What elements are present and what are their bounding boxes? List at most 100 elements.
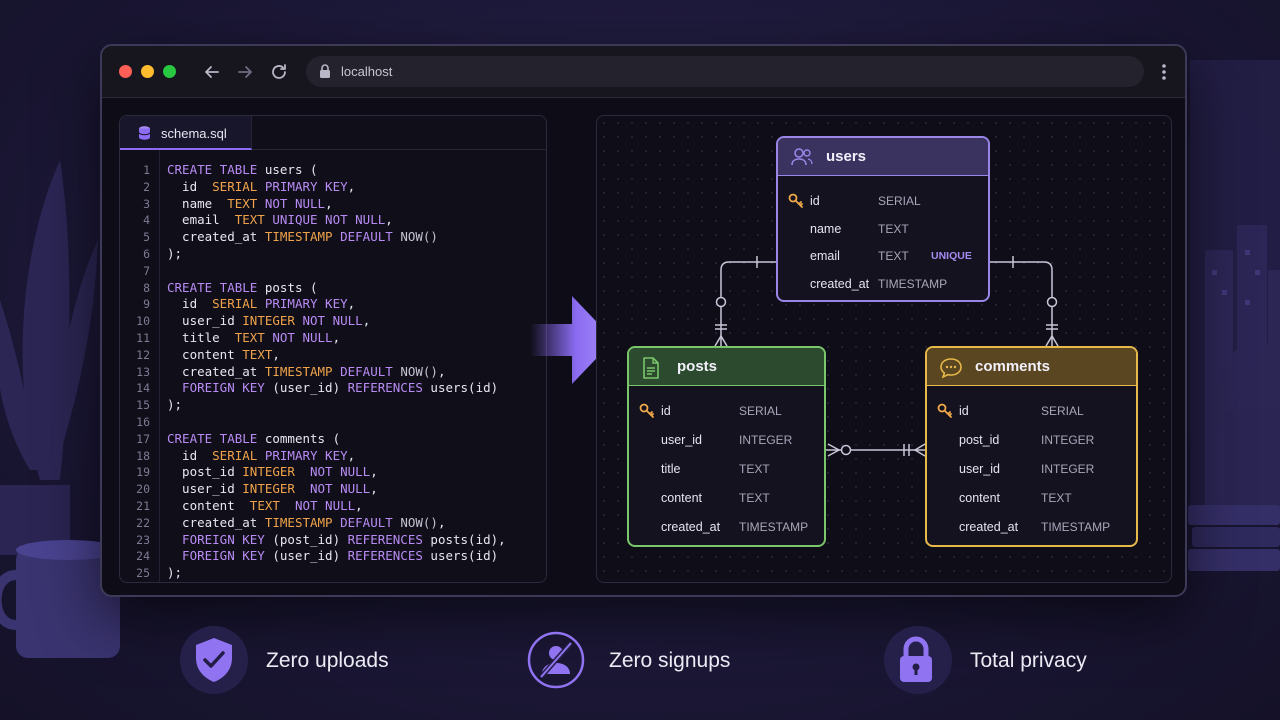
column-row[interactable]: user_id INTEGER [629, 429, 824, 451]
column-row[interactable]: id SERIAL [927, 400, 1136, 422]
er-diagram: users id SERIAL name TEXT email TEXT UNI… [596, 115, 1172, 583]
column-name: id [810, 194, 820, 208]
column-type: TEXT [878, 249, 909, 263]
code-text: content TEXT, [167, 346, 280, 362]
code-line: 20 user_id INTEGER NOT NULL, [120, 481, 546, 498]
code-line: 22 created_at TIMESTAMP DEFAULT NOW(), [120, 515, 546, 532]
column-row[interactable]: id SERIAL [629, 400, 824, 422]
table-card-comments[interactable]: comments id SERIAL post_id INTEGER user_… [925, 346, 1138, 547]
column-type: SERIAL [739, 404, 782, 418]
minimize-window-button[interactable] [141, 65, 154, 78]
lock-icon [320, 64, 330, 78]
code-line: 11 title TEXT NOT NULL, [120, 329, 546, 347]
code-text: id SERIAL PRIMARY KEY, [167, 296, 356, 312]
address-bar[interactable]: localhost [306, 56, 1144, 87]
code-line: 21 content TEXT NOT NULL, [120, 497, 546, 515]
code-text: content TEXT NOT NULL, [167, 497, 363, 513]
code-text: title TEXT NOT NULL, [167, 329, 341, 345]
users-comments-connector [990, 261, 1053, 346]
code-text: id SERIAL PRIMARY KEY, [167, 178, 356, 194]
table-name: comments [975, 358, 1051, 375]
code-text: name TEXT NOT NULL, [167, 195, 333, 211]
line-number: 18 [136, 448, 150, 463]
line-number: 8 [143, 280, 150, 295]
tab-schema-sql[interactable]: schema.sql [120, 116, 252, 150]
back-arrow-icon[interactable] [202, 62, 222, 82]
table-card-posts[interactable]: posts id SERIAL user_id INTEGER title TE… [627, 346, 826, 547]
code-line: 5 created_at TIMESTAMP DEFAULT NOW() [120, 229, 546, 246]
forward-arrow-icon[interactable] [235, 62, 255, 82]
column-row[interactable]: content TEXT [629, 487, 824, 509]
column-row[interactable]: created_at TIMESTAMP [778, 273, 988, 295]
column-row[interactable]: created_at TIMESTAMP [629, 516, 824, 538]
code-line: 15); [120, 397, 546, 414]
column-row[interactable]: email TEXT UNIQUE [778, 245, 988, 267]
line-number: 6 [143, 246, 150, 261]
column-row[interactable]: id SERIAL [778, 190, 988, 212]
column-name: post_id [959, 433, 1000, 447]
code-text: id SERIAL PRIMARY KEY, [167, 447, 356, 463]
column-name: content [661, 491, 703, 505]
code-text: created_at TIMESTAMP DEFAULT NOW(), [167, 363, 446, 379]
line-number: 10 [136, 314, 150, 329]
table-card-users[interactable]: users id SERIAL name TEXT email TEXT UNI… [776, 136, 990, 302]
table-name: users [826, 148, 867, 165]
feature-label: Zero signups [609, 649, 731, 672]
code-line: 4 email TEXT UNIQUE NOT NULL, [120, 212, 546, 229]
column-name: id [959, 404, 969, 418]
line-number: 23 [136, 532, 150, 547]
column-row[interactable]: content TEXT [927, 487, 1136, 509]
column-row[interactable]: created_at TIMESTAMP [927, 516, 1136, 538]
line-number: 20 [136, 482, 150, 497]
column-type: TEXT [1041, 491, 1072, 505]
line-number: 14 [136, 381, 150, 396]
column-name: created_at [959, 520, 1019, 534]
padlock-icon [896, 636, 936, 689]
code-line: 23 FOREIGN KEY (post_id) REFERENCES post… [120, 532, 546, 549]
line-number: 11 [136, 330, 150, 345]
column-type: TEXT [739, 462, 770, 476]
code-text: FOREIGN KEY (user_id) REFERENCES users(i… [167, 548, 499, 564]
code-line: 2 id SERIAL PRIMARY KEY, [120, 178, 546, 196]
code-line: 3 name TEXT NOT NULL, [120, 195, 546, 213]
close-window-button[interactable] [119, 65, 132, 78]
code-text: post_id INTEGER NOT NULL, [167, 464, 378, 480]
column-type: TIMESTAMP [739, 520, 809, 534]
line-number: 9 [143, 297, 150, 312]
column-type: INTEGER [739, 433, 793, 447]
browser-titlebar: localhost [102, 46, 1185, 98]
line-number: 4 [143, 213, 150, 228]
line-number: 16 [136, 414, 150, 429]
column-name: name [810, 221, 842, 236]
key-icon [639, 403, 655, 422]
line-number: 22 [136, 515, 150, 530]
column-type: TEXT [739, 491, 770, 505]
column-name: user_id [959, 462, 1000, 476]
line-number: 3 [143, 196, 150, 211]
code-line: 16 [120, 414, 546, 431]
column-type: SERIAL [1041, 404, 1084, 418]
line-number: 19 [136, 465, 150, 480]
reload-icon[interactable] [269, 62, 289, 82]
column-row[interactable]: user_id INTEGER [927, 458, 1136, 480]
database-icon [138, 126, 151, 140]
column-row[interactable]: name TEXT [778, 218, 988, 240]
code-line: 9 id SERIAL PRIMARY KEY, [120, 296, 546, 313]
line-number: 17 [136, 431, 150, 446]
maximize-window-button[interactable] [163, 65, 176, 78]
column-row[interactable]: title TEXT [629, 458, 824, 480]
column-row[interactable]: post_id INTEGER [927, 429, 1136, 451]
code-line: 8 CREATE TABLE posts ( [120, 279, 546, 297]
code-text: CREATE TABLE comments ( [167, 430, 341, 446]
code-text: CREATE TABLE posts ( [167, 279, 318, 295]
line-number: 12 [136, 347, 150, 362]
code-line: 10 user_id INTEGER NOT NULL, [120, 313, 546, 330]
column-name: title [661, 462, 681, 476]
kebab-menu-icon[interactable] [1161, 62, 1167, 82]
line-number: 21 [136, 498, 150, 513]
